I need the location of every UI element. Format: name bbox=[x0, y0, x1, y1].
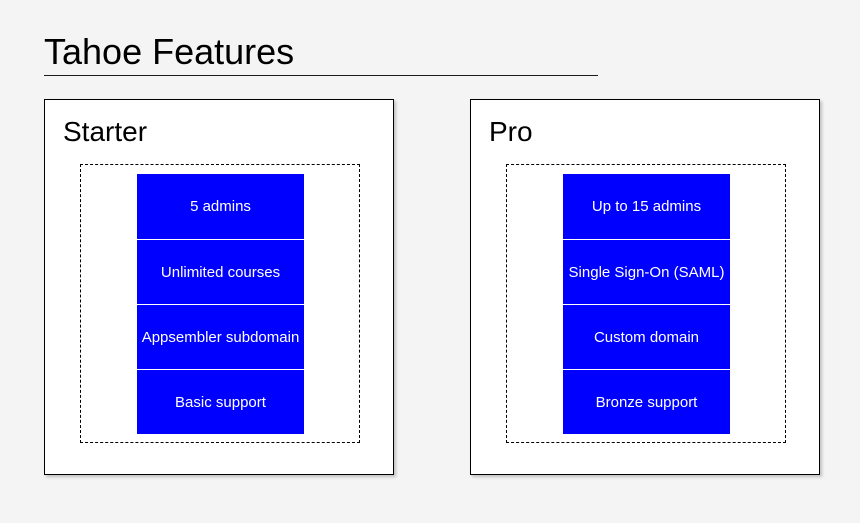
feature-chip[interactable]: Custom domain bbox=[563, 304, 730, 369]
page-title: Tahoe Features bbox=[44, 31, 295, 72]
feature-group-starter: 5 admins Unlimited courses Appsembler su… bbox=[80, 164, 360, 443]
plan-card-starter[interactable]: Starter 5 admins Unlimited courses Appse… bbox=[44, 99, 394, 475]
plan-title-pro: Pro bbox=[489, 116, 533, 147]
feature-chip[interactable]: 5 admins bbox=[137, 174, 304, 239]
feature-label: Up to 15 admins bbox=[591, 198, 702, 215]
plan-title-starter: Starter bbox=[63, 116, 148, 147]
feature-chip[interactable]: Up to 15 admins bbox=[563, 174, 730, 239]
feature-label: Appsembler subdomain bbox=[141, 328, 300, 346]
feature-chip[interactable]: Bronze support bbox=[563, 369, 730, 434]
feature-chip[interactable]: Unlimited courses bbox=[137, 239, 304, 304]
feature-stack-starter: 5 admins Unlimited courses Appsembler su… bbox=[137, 174, 304, 434]
feature-chip[interactable]: Appsembler subdomain bbox=[137, 304, 304, 369]
feature-label: 5 admins bbox=[190, 198, 251, 215]
feature-group-pro: Up to 15 admins Single Sign-On (SAML) Cu… bbox=[506, 164, 786, 443]
feature-label: Single Sign-On (SAML) bbox=[568, 263, 725, 281]
diagram-title-block: Tahoe Features bbox=[44, 30, 599, 76]
title-underline-rule bbox=[44, 75, 598, 76]
feature-label: Basic support bbox=[175, 393, 266, 411]
feature-chip[interactable]: Basic support bbox=[137, 369, 304, 434]
feature-stack-pro: Up to 15 admins Single Sign-On (SAML) Cu… bbox=[563, 174, 730, 434]
feature-chip[interactable]: Single Sign-On (SAML) bbox=[563, 239, 730, 304]
plan-card-pro[interactable]: Pro Up to 15 admins Single Sign-On (SAML… bbox=[470, 99, 820, 475]
feature-label: Custom domain bbox=[593, 328, 700, 346]
feature-label: Unlimited courses bbox=[160, 263, 281, 281]
feature-label: Bronze support bbox=[595, 393, 698, 411]
